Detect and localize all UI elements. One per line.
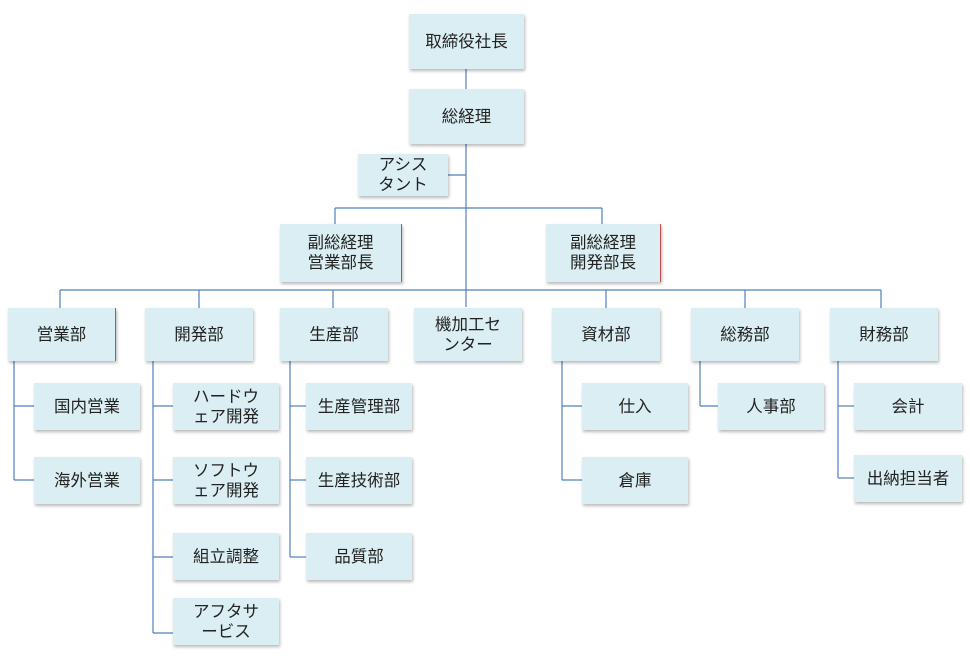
node-ceo: 取締役社長 [409, 14, 524, 69]
node-cashier: 出納担当者 [854, 455, 962, 502]
node-general-manager: 総経理 [409, 89, 524, 144]
node-sales-dept: 営業部 [8, 308, 116, 361]
node-dev-dept: 開発部 [145, 308, 253, 361]
node-assistant: アシス タント [358, 154, 448, 196]
node-accounting: 会計 [854, 383, 962, 430]
node-machining-center: 機加工セ ンター [414, 308, 522, 361]
node-after-service: アフタサ ービス [173, 598, 279, 645]
node-quality-dept: 品質部 [306, 533, 412, 580]
node-warehouse: 倉庫 [582, 457, 688, 504]
node-general-affairs-dept: 総務部 [691, 308, 799, 361]
node-overseas-sales: 海外営業 [34, 457, 140, 504]
node-hr-dept: 人事部 [718, 383, 824, 430]
node-production-mgmt: 生産管理部 [306, 383, 412, 430]
node-assembly: 組立調整 [173, 533, 279, 580]
node-hardware-dev: ハードウ ェア開発 [173, 383, 279, 430]
node-domestic-sales: 国内営業 [34, 383, 140, 430]
node-production-dept: 生産部 [280, 308, 388, 361]
node-vp-sales: 副総経理 営業部長 [280, 224, 402, 282]
node-production-tech: 生産技術部 [306, 457, 412, 504]
node-finance-dept: 財務部 [830, 308, 938, 361]
node-software-dev: ソフトウ ェア開発 [173, 457, 279, 504]
node-purchasing: 仕入 [582, 383, 688, 430]
node-vp-dev: 副総経理 開発部長 [546, 224, 661, 282]
node-materials-dept: 資材部 [552, 308, 660, 361]
